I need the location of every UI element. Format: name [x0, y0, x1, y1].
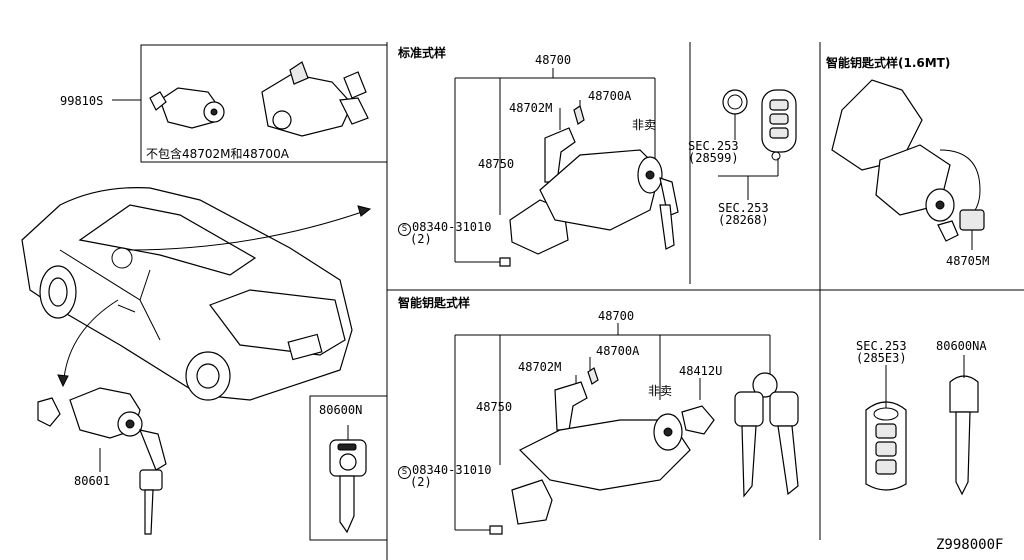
standard-cylinder-no: 48750 [478, 157, 515, 171]
smart-section-title: 智能钥匙式样 [398, 296, 471, 310]
standard-screw-qty: (2) [410, 232, 432, 246]
standard-section-title: 标准式样 [398, 46, 447, 60]
screw-symbol: S [398, 223, 411, 236]
blank-key-80600N [329, 439, 367, 534]
remote-key-fob [761, 89, 797, 161]
smart-not-sold: 非卖 [648, 384, 673, 398]
smart-screw-no: 08340-31010 [412, 463, 492, 477]
kit-ignition-assembly [261, 61, 369, 137]
smart-assembly-no: 48700 [598, 309, 635, 323]
car-illustration [21, 187, 353, 401]
blank-key-part-no: 80600N [319, 403, 363, 417]
standard-bolt-no: 48700A [588, 89, 632, 103]
door-lock-cylinder [37, 387, 167, 535]
smart-ignition-switch [489, 367, 715, 535]
diagram-id: Z998000F [936, 537, 1004, 553]
remote-sec1: SEC.253 [688, 139, 739, 153]
remote-button-battery [722, 89, 748, 115]
remote-sec2-code: (28268) [718, 213, 769, 227]
smart-1-6mt-section-title: 智能钥匙式样(1.6MT) [826, 56, 951, 70]
emergency-key-no: 80600NA [936, 339, 987, 353]
kit-part-no: 99810S [60, 94, 104, 108]
kit-lock-small [149, 87, 225, 129]
smart-bracket-lines [454, 323, 771, 531]
smart-key-sec-code: (285E3) [856, 351, 907, 365]
remote-sec2: SEC.253 [718, 201, 769, 215]
panel-dividers [386, 42, 1024, 560]
remote-sec1-code: (28599) [688, 151, 739, 165]
smart-cylinder-no: 48750 [476, 400, 513, 414]
smart-screw-qty: (2) [410, 475, 432, 489]
smart-cap-no: 48412U [679, 364, 723, 378]
standard-not-sold: 非卖 [632, 118, 657, 132]
kit-box [140, 44, 388, 163]
smart-bracket-no: 48702M [518, 360, 562, 374]
standard-screw-no: 08340-31010 [412, 220, 492, 234]
standard-assembly-no: 48700 [535, 53, 572, 67]
smart-mt-part-no: 48705M [946, 254, 990, 268]
screw-symbol-2: S [398, 466, 411, 479]
standard-ignition-switch [499, 105, 679, 267]
standard-bracket-no: 48702M [509, 101, 553, 115]
blank-key-box [309, 395, 388, 541]
smart-key-sec: SEC.253 [856, 339, 907, 353]
emergency-key [949, 375, 979, 496]
smart-emergency-keys [734, 372, 799, 498]
smart-bolt-no: 48700A [596, 344, 640, 358]
kit-note: 不包含48702M和48700A [146, 147, 289, 161]
intelligent-key-fob [865, 401, 907, 491]
smart-mt-ignition-assembly [831, 79, 985, 242]
door-lock-part-no: 80601 [74, 474, 111, 488]
